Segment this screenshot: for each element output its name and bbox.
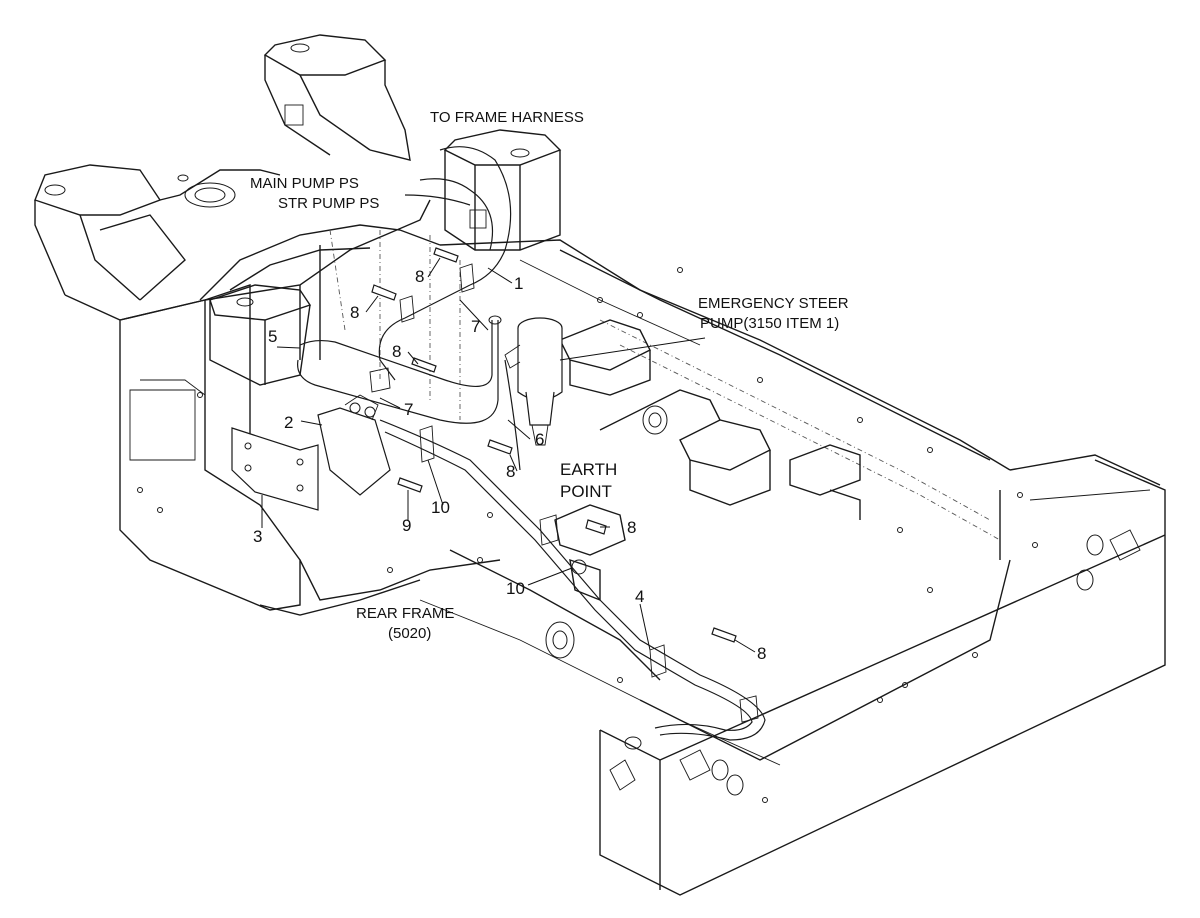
bolts [371,247,737,643]
label-earth: EARTH [560,460,617,479]
label-rear-frame: REAR FRAME [356,605,454,622]
item-2-relay [317,407,391,496]
callout-10-lower: 10 [506,579,525,598]
callout-8-c: 8 [392,342,401,361]
callout-5: 5 [268,327,277,346]
callout-7-upper: 7 [471,317,480,336]
callout-9: 9 [402,516,411,535]
label-emergency-steer-pump: PUMP(3150 ITEM 1) [700,315,839,332]
emergency-steer-pump [504,317,563,446]
callout-8-b: 8 [350,303,359,322]
components [231,317,563,511]
callout-8-f: 8 [757,644,766,663]
callout-numbers: 1 2 3 4 5 6 7 7 8 8 8 8 8 8 9 10 10 [253,267,766,663]
label-rear-frame-number: (5020) [388,625,431,642]
callout-1: 1 [514,274,523,293]
harness-routing [297,146,766,750]
label-str-pump-ps: STR PUMP PS [278,195,379,212]
label-emergency-steer: EMERGENCY STEER [698,295,849,312]
callout-8-d: 8 [506,462,515,481]
text-labels: TO FRAME HARNESS MAIN PUMP PS STR PUMP P… [250,109,849,642]
callout-4: 4 [635,587,644,606]
callout-10-upper: 10 [431,498,450,517]
callout-8-a: 8 [415,267,424,286]
callout-6: 6 [535,430,544,449]
label-to-frame-harness: TO FRAME HARNESS [430,109,584,126]
item-3-plate [231,427,319,511]
label-earth-point: POINT [560,482,612,501]
callout-7-lower: 7 [404,400,413,419]
callout-3: 3 [253,527,262,546]
callout-2: 2 [284,413,293,432]
leader-lines [261,257,756,653]
label-main-pump-ps: MAIN PUMP PS [250,175,359,192]
callout-8-e: 8 [627,518,636,537]
